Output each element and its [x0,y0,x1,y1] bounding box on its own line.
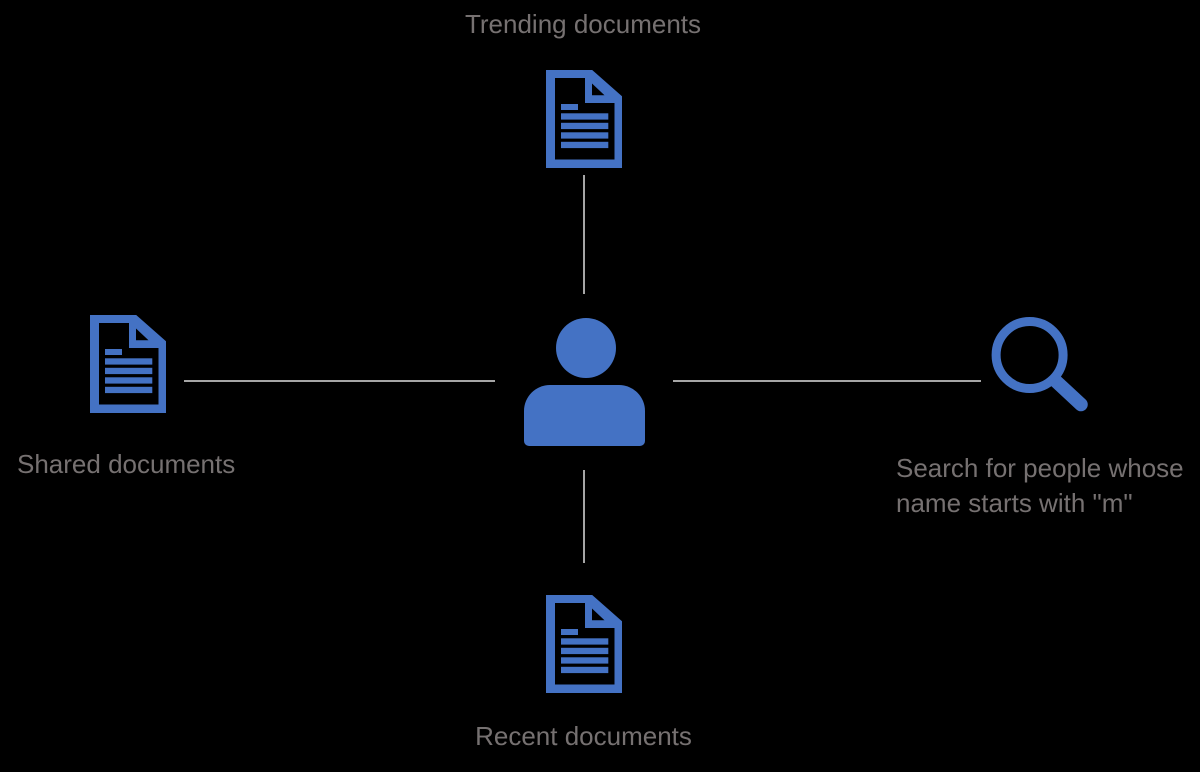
search-icon [991,317,1088,412]
search-people-label: Search for people whose name starts with… [896,451,1184,521]
person-body [524,385,645,446]
person-head [556,318,616,378]
document-icon [546,595,622,693]
connector-center-to-recent [583,470,586,563]
connector-center-to-search [673,380,981,383]
document-icon [90,315,166,413]
shared-documents-label: Shared documents [17,449,236,480]
recent-documents-label: Recent documents [475,720,692,751]
search-people-label-line1: Search for people whose [896,452,1184,483]
document-icon [546,70,622,168]
search-people-label-line2: name starts with "m" [896,487,1133,518]
trending-documents-label: Trending documents [464,9,702,40]
connector-center-to-shared [184,379,495,383]
connector-center-to-trending [583,175,586,294]
